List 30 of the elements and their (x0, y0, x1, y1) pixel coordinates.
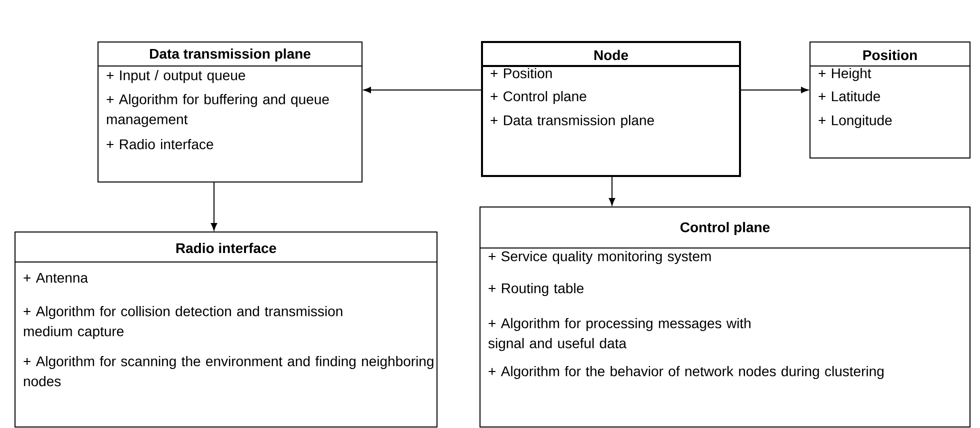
list-item: + Antenna (24, 273, 88, 283)
arrow (210, 182, 218, 230)
list-item: + Service quality monitoring system (488, 251, 711, 264)
list-item: + Height (818, 68, 872, 82)
arrow (608, 176, 616, 206)
box-heading: Radio interface (176, 242, 276, 254)
box-heading: Data transmission plane (150, 48, 310, 62)
class-box (810, 42, 970, 158)
list-item: + Algorithm for buffering and queue management (106, 94, 329, 128)
list-item: + Radio interface (106, 139, 214, 150)
list-item: + Position (490, 68, 552, 78)
class-box (481, 41, 741, 177)
box-heading: Position (863, 50, 917, 60)
arrow (364, 86, 482, 94)
list-item: + Algorithm for scanning the environment and finding neighboring nodes (24, 356, 434, 386)
box-heading: Control plane (680, 222, 770, 236)
list-item: + Control plane (490, 91, 586, 104)
class-box (98, 42, 362, 182)
box-heading: Node (594, 50, 628, 60)
list-item: + Algorithm for processing messages with signal and useful data (488, 318, 750, 352)
class-box (14, 232, 438, 428)
list-item: + Algorithm for collision detection and transmission medium capture (24, 306, 342, 340)
list-item: + Data transmission plane (490, 115, 654, 128)
class-box (480, 206, 970, 428)
list-item: + Input / output queue (106, 70, 246, 84)
list-item: + Latitude (818, 91, 880, 102)
list-item: + Algorithm for the behavior of network nodes during clustering (488, 366, 884, 380)
arrow (740, 86, 808, 94)
list-item: + Routing table (488, 283, 584, 296)
list-item: + Longitude (818, 115, 892, 128)
